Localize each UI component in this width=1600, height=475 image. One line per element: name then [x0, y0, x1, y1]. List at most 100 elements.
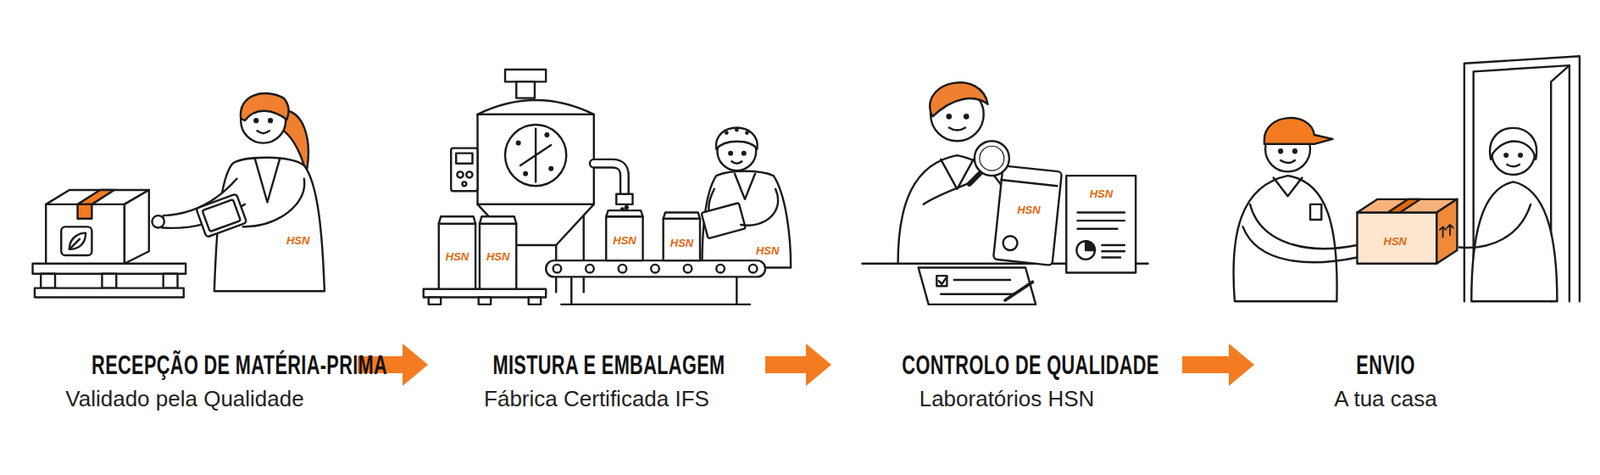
- mixing-tank-part: [545, 133, 550, 137]
- lab-report-part: [1085, 240, 1095, 250]
- brand-logo: HSN: [286, 234, 310, 247]
- lab-report-part: [1077, 212, 1125, 229]
- process-step: RECEPÇÃO DE MATÉRIA-PRIMAValidado pela Q…: [11, 347, 358, 412]
- filling-worker-part: [735, 128, 738, 131]
- step-heading: ENVIO: [1355, 347, 1415, 382]
- conveyor-belt-part: [545, 260, 766, 277]
- quality-scene: [861, 82, 1148, 305]
- filling-worker-part: [701, 202, 746, 239]
- pallet-part: [34, 288, 184, 298]
- product-bags-part: [438, 216, 476, 223]
- door-frame-part: [1464, 55, 1580, 301]
- cardboard-box-part: [124, 189, 150, 264]
- checklist-paper-part: [940, 279, 1016, 295]
- mixing-tank-part: [461, 181, 467, 186]
- cardboard-box-part: [69, 238, 80, 250]
- sample-bag-part: [1003, 235, 1018, 250]
- step-heading: MISTURA E EMBALAGEM: [492, 347, 725, 382]
- mixing-tank-part: [456, 171, 463, 178]
- brand-logo: HSN: [612, 234, 636, 247]
- mixing-tank-part: [466, 171, 473, 178]
- pallet-part: [423, 288, 546, 298]
- conveyor-belt-part: [618, 264, 628, 273]
- mixing-tank-part: [450, 148, 478, 192]
- delivery-box-part: [1436, 199, 1457, 264]
- filling-pipe-part: [594, 163, 625, 197]
- step-heading: RECEPÇÃO DE MATÉRIA-PRIMA: [91, 347, 388, 382]
- delivery-box-part: [1439, 224, 1454, 237]
- cardboard-box-part: [69, 233, 86, 250]
- quality-worker-part: [255, 159, 280, 203]
- quality-worker-part: [268, 118, 273, 123]
- brand-logo: HSN: [1016, 204, 1040, 217]
- pallet-part: [101, 273, 117, 289]
- sample-bag-part: [993, 165, 1062, 265]
- mixing-tank-part: [477, 100, 595, 115]
- conveyor-belt-part: [650, 264, 660, 273]
- courier-part: [1293, 149, 1297, 153]
- sample-bag: [993, 165, 1062, 265]
- lab-report: [1066, 175, 1136, 273]
- quality-worker-part: [243, 178, 306, 228]
- cardboard-box-part: [77, 189, 115, 205]
- pallet-part: [163, 273, 178, 289]
- filling-worker-part: [716, 127, 758, 150]
- receiving-customer-part: [1518, 153, 1523, 157]
- arrow-head: [805, 343, 832, 386]
- lab-technician-part: [923, 181, 973, 204]
- filling-pipe-part: [625, 205, 628, 209]
- receiving-customer-part: [1489, 127, 1537, 160]
- receiving-customer-part: [1459, 204, 1531, 248]
- sample-bag-part: [1000, 179, 1057, 186]
- filling-worker-part: [734, 173, 756, 200]
- brand-logo: HSN: [486, 250, 510, 263]
- brand-logo: HSN: [755, 244, 779, 257]
- conveyor-belt-part: [663, 218, 700, 261]
- filling-worker: [701, 127, 792, 268]
- lab-report-part: [1066, 175, 1136, 273]
- lab-technician-part: [964, 114, 968, 118]
- lab-report-part: [1076, 240, 1095, 260]
- delivery-box-part: [1356, 212, 1437, 264]
- quality-worker-part: [254, 118, 258, 123]
- quality-worker-part: [195, 193, 247, 237]
- courier: [1233, 117, 1358, 301]
- delivery-box: [1356, 199, 1457, 264]
- step-subtitle: Fábrica Certificada IFS: [483, 384, 710, 412]
- brand-logo: HSN: [1089, 188, 1113, 200]
- product-bags-part: [479, 223, 517, 289]
- pallet-part: [40, 273, 56, 289]
- pallet-part: [478, 296, 491, 304]
- arrow-head: [402, 343, 428, 386]
- filling-worker-part: [725, 131, 728, 134]
- pallet-part: [528, 296, 541, 304]
- conveyor-belt-part: [561, 276, 750, 305]
- conveyor-belt-part: [663, 212, 700, 219]
- conveyor-belt-part: [605, 210, 643, 217]
- filling-worker-part: [731, 161, 742, 163]
- courier-part: [1310, 204, 1322, 220]
- conveyor-belt: [545, 210, 766, 305]
- conveyor-belt-part: [683, 264, 693, 273]
- magnifier: [969, 140, 1010, 184]
- lab-technician-part: [947, 114, 951, 118]
- filling-worker-part: [745, 131, 748, 134]
- magnifier-part: [969, 171, 982, 184]
- arrow-shaft: [1182, 355, 1229, 373]
- reception-scene: [33, 93, 325, 297]
- mixing-tank-part: [516, 81, 535, 98]
- quality-worker-part: [256, 130, 269, 134]
- receiving-customer-part: [1506, 164, 1519, 167]
- courier-part: [1273, 177, 1303, 197]
- mixing-scene: [423, 69, 791, 305]
- magnifier-part: [974, 140, 1010, 176]
- cardboard-box-part: [77, 204, 93, 219]
- receiving-customer-part: [1471, 181, 1557, 301]
- brand-logo: HSN: [670, 237, 694, 250]
- flow-arrow: [765, 343, 832, 386]
- mixing-tank-part: [505, 124, 567, 186]
- mixing-tank-part: [523, 172, 528, 176]
- checklist-paper-part: [918, 267, 1036, 305]
- filling-worker-part: [742, 151, 746, 156]
- process-step: CONTROLO DE QUALIDADELaboratórios HSN: [831, 347, 1183, 412]
